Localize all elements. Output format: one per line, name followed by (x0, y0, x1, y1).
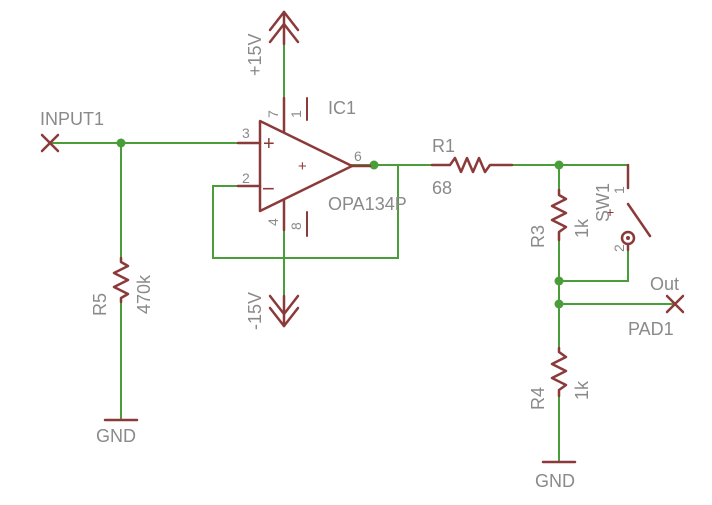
wire-sw1-pin2 (558, 249, 629, 282)
resistor-r5: R5 470k (90, 256, 154, 316)
opamp-minus-sign: − (262, 176, 275, 201)
wires (49, 43, 676, 463)
input-label: INPUT1 (40, 109, 104, 129)
opamp-plus-sign: + (263, 133, 275, 155)
opamp-pin-7: 7 (265, 110, 281, 118)
switch-sw1: + 1 2 SW1 (593, 163, 652, 252)
resistor-r3: R3 1k (528, 188, 592, 248)
r3-ref: R3 (528, 225, 548, 248)
output-net-label: Out (650, 274, 679, 294)
opamp-pin-4: 4 (265, 218, 281, 226)
junction-r1-r3 (554, 160, 564, 170)
resistor-r4: R4 1k (528, 346, 592, 410)
output-pad-label: PAD1 (628, 319, 674, 339)
supply-positive: +15V (245, 10, 300, 76)
opamp-pin-8: 8 (288, 222, 304, 230)
opamp-triangle (258, 119, 354, 213)
opamp-pin-3: 3 (242, 125, 250, 141)
opamp-value: OPA134P (328, 194, 407, 214)
opamp-pin-6: 6 (354, 148, 362, 164)
input-pad: INPUT1 (40, 109, 104, 153)
supply-negative: -15V (245, 292, 300, 330)
wire-feedback (212, 164, 399, 259)
sw1-ref: SW1 (593, 183, 613, 222)
r3-value: 1k (572, 218, 592, 238)
resistor-r1: R1 68 (430, 136, 514, 198)
ground-right-label: GND (535, 471, 575, 491)
r5-ref: R5 (90, 293, 110, 316)
r1-ref: R1 (432, 136, 455, 156)
r4-ref: R4 (528, 387, 548, 410)
opamp-ref: IC1 (328, 98, 356, 118)
r5-value: 470k (134, 274, 154, 314)
junction-out (554, 299, 564, 309)
junction-r3-sw (554, 276, 564, 286)
ground-left-label: GND (96, 426, 136, 446)
ground-left: GND (96, 418, 139, 446)
junction-input (116, 138, 126, 148)
supply-negative-label: -15V (245, 292, 265, 330)
opamp-body-sign: + (298, 158, 307, 175)
junction-output (369, 160, 379, 170)
supply-positive-label: +15V (245, 33, 265, 76)
opamp-ic1: + − + 3 2 6 7 1 4 8 IC1 OPA134P (236, 96, 407, 237)
sw1-pin-1: 1 (611, 186, 627, 194)
r4-value: 1k (572, 380, 592, 400)
opamp-pin-1: 1 (288, 110, 304, 118)
output-pad: Out PAD1 (628, 274, 685, 339)
r1-value: 68 (432, 178, 452, 198)
opamp-pin-2: 2 (242, 170, 250, 186)
ground-right: GND (535, 460, 577, 491)
sw1-plus-sign: + (606, 204, 614, 220)
sw1-pin-2: 2 (611, 244, 627, 252)
junctions (116, 138, 564, 309)
